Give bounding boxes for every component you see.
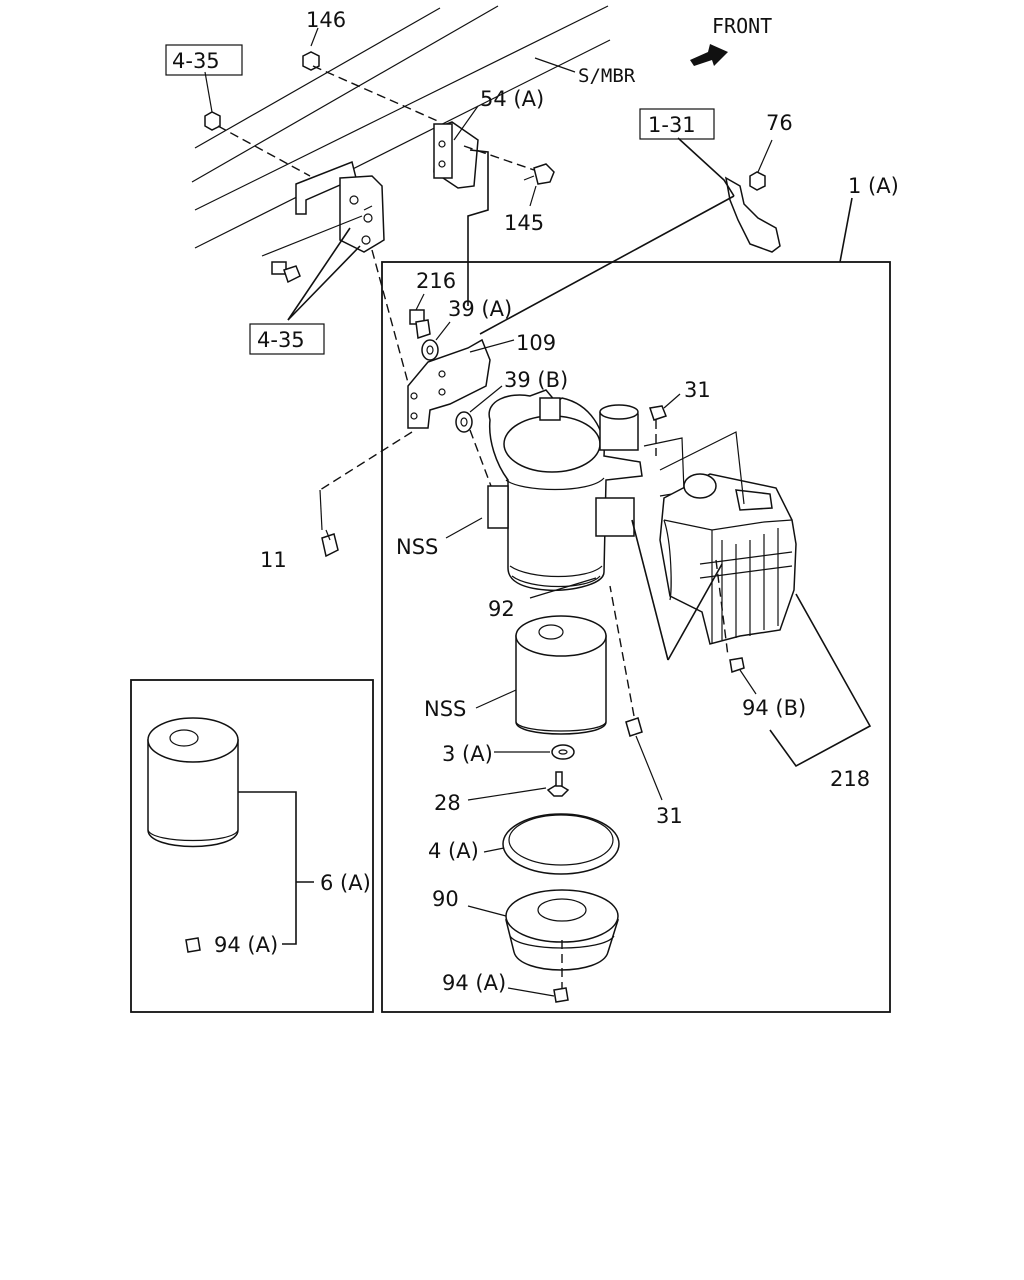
assembly-box-1a (381, 261, 891, 1013)
bolt-216 (409, 293, 431, 340)
air-cleaner-housing (445, 389, 643, 599)
label-39a: 39 (A) (448, 297, 512, 321)
clip-94a-main (507, 987, 569, 1003)
gasket-ring-4a (483, 813, 620, 875)
front-label: FRONT (712, 14, 772, 38)
label-4a: 4 (A) (428, 839, 479, 863)
filter-element-inset (147, 717, 239, 848)
washer-39a (421, 321, 451, 361)
label-94b: 94 (B) (742, 696, 806, 720)
label-92: 92 (488, 597, 515, 621)
label-31-bottom: 31 (656, 804, 683, 828)
label-216: 216 (416, 269, 456, 293)
bracket-right-1-31 (724, 139, 781, 253)
smbr-label: S/MBR (578, 65, 636, 87)
label-11: 11 (260, 548, 287, 572)
bolt-11 (321, 529, 339, 558)
left-bracket (295, 160, 385, 253)
resonator-218 (659, 473, 797, 645)
label-218: 218 (830, 767, 870, 791)
side-member-rails (191, 5, 611, 249)
label-76: 76 (766, 111, 793, 135)
label-94a-main: 94 (A) (442, 971, 506, 995)
dust-cap-90 (467, 889, 620, 990)
washer-39b (455, 385, 503, 433)
clip-94b (729, 657, 757, 695)
clip-94a-inset (185, 937, 201, 953)
label-90: 90 (432, 887, 459, 911)
label-146: 146 (306, 8, 346, 32)
label-109: 109 (516, 331, 556, 355)
bracket-54a (433, 105, 479, 189)
nut-146 (302, 27, 320, 71)
label-nss-filter: NSS (424, 697, 466, 721)
bolt-4-35 (261, 215, 363, 284)
label-28: 28 (434, 791, 461, 815)
wing-nut-28 (467, 771, 570, 801)
screw-31-bottom (609, 585, 663, 801)
bracket-109 (407, 338, 515, 429)
label-94a-inset: 94 (A) (214, 933, 278, 957)
label-39b: 39 (B) (504, 368, 568, 392)
ref-4-35-bottom: 4-35 (257, 328, 305, 352)
label-54a: 54 (A) (480, 87, 544, 111)
label-6a: 6 (A) (320, 871, 371, 895)
nut-4-35 (204, 71, 221, 131)
filter-element-main (475, 615, 607, 735)
label-nss-housing: NSS (396, 535, 438, 559)
ref-4-35-top: 4-35 (172, 49, 220, 73)
washer-3a (494, 744, 575, 760)
inset-box-6a (130, 679, 374, 1013)
label-145: 145 (504, 211, 544, 235)
label-31-top: 31 (684, 378, 711, 402)
label-3a: 3 (A) (442, 742, 493, 766)
ref-1-31: 1-31 (648, 113, 696, 137)
label-1a: 1 (A) (848, 174, 899, 198)
bolt-145 (523, 163, 555, 207)
front-arrow-icon (690, 44, 728, 66)
screw-31-top (649, 393, 681, 456)
